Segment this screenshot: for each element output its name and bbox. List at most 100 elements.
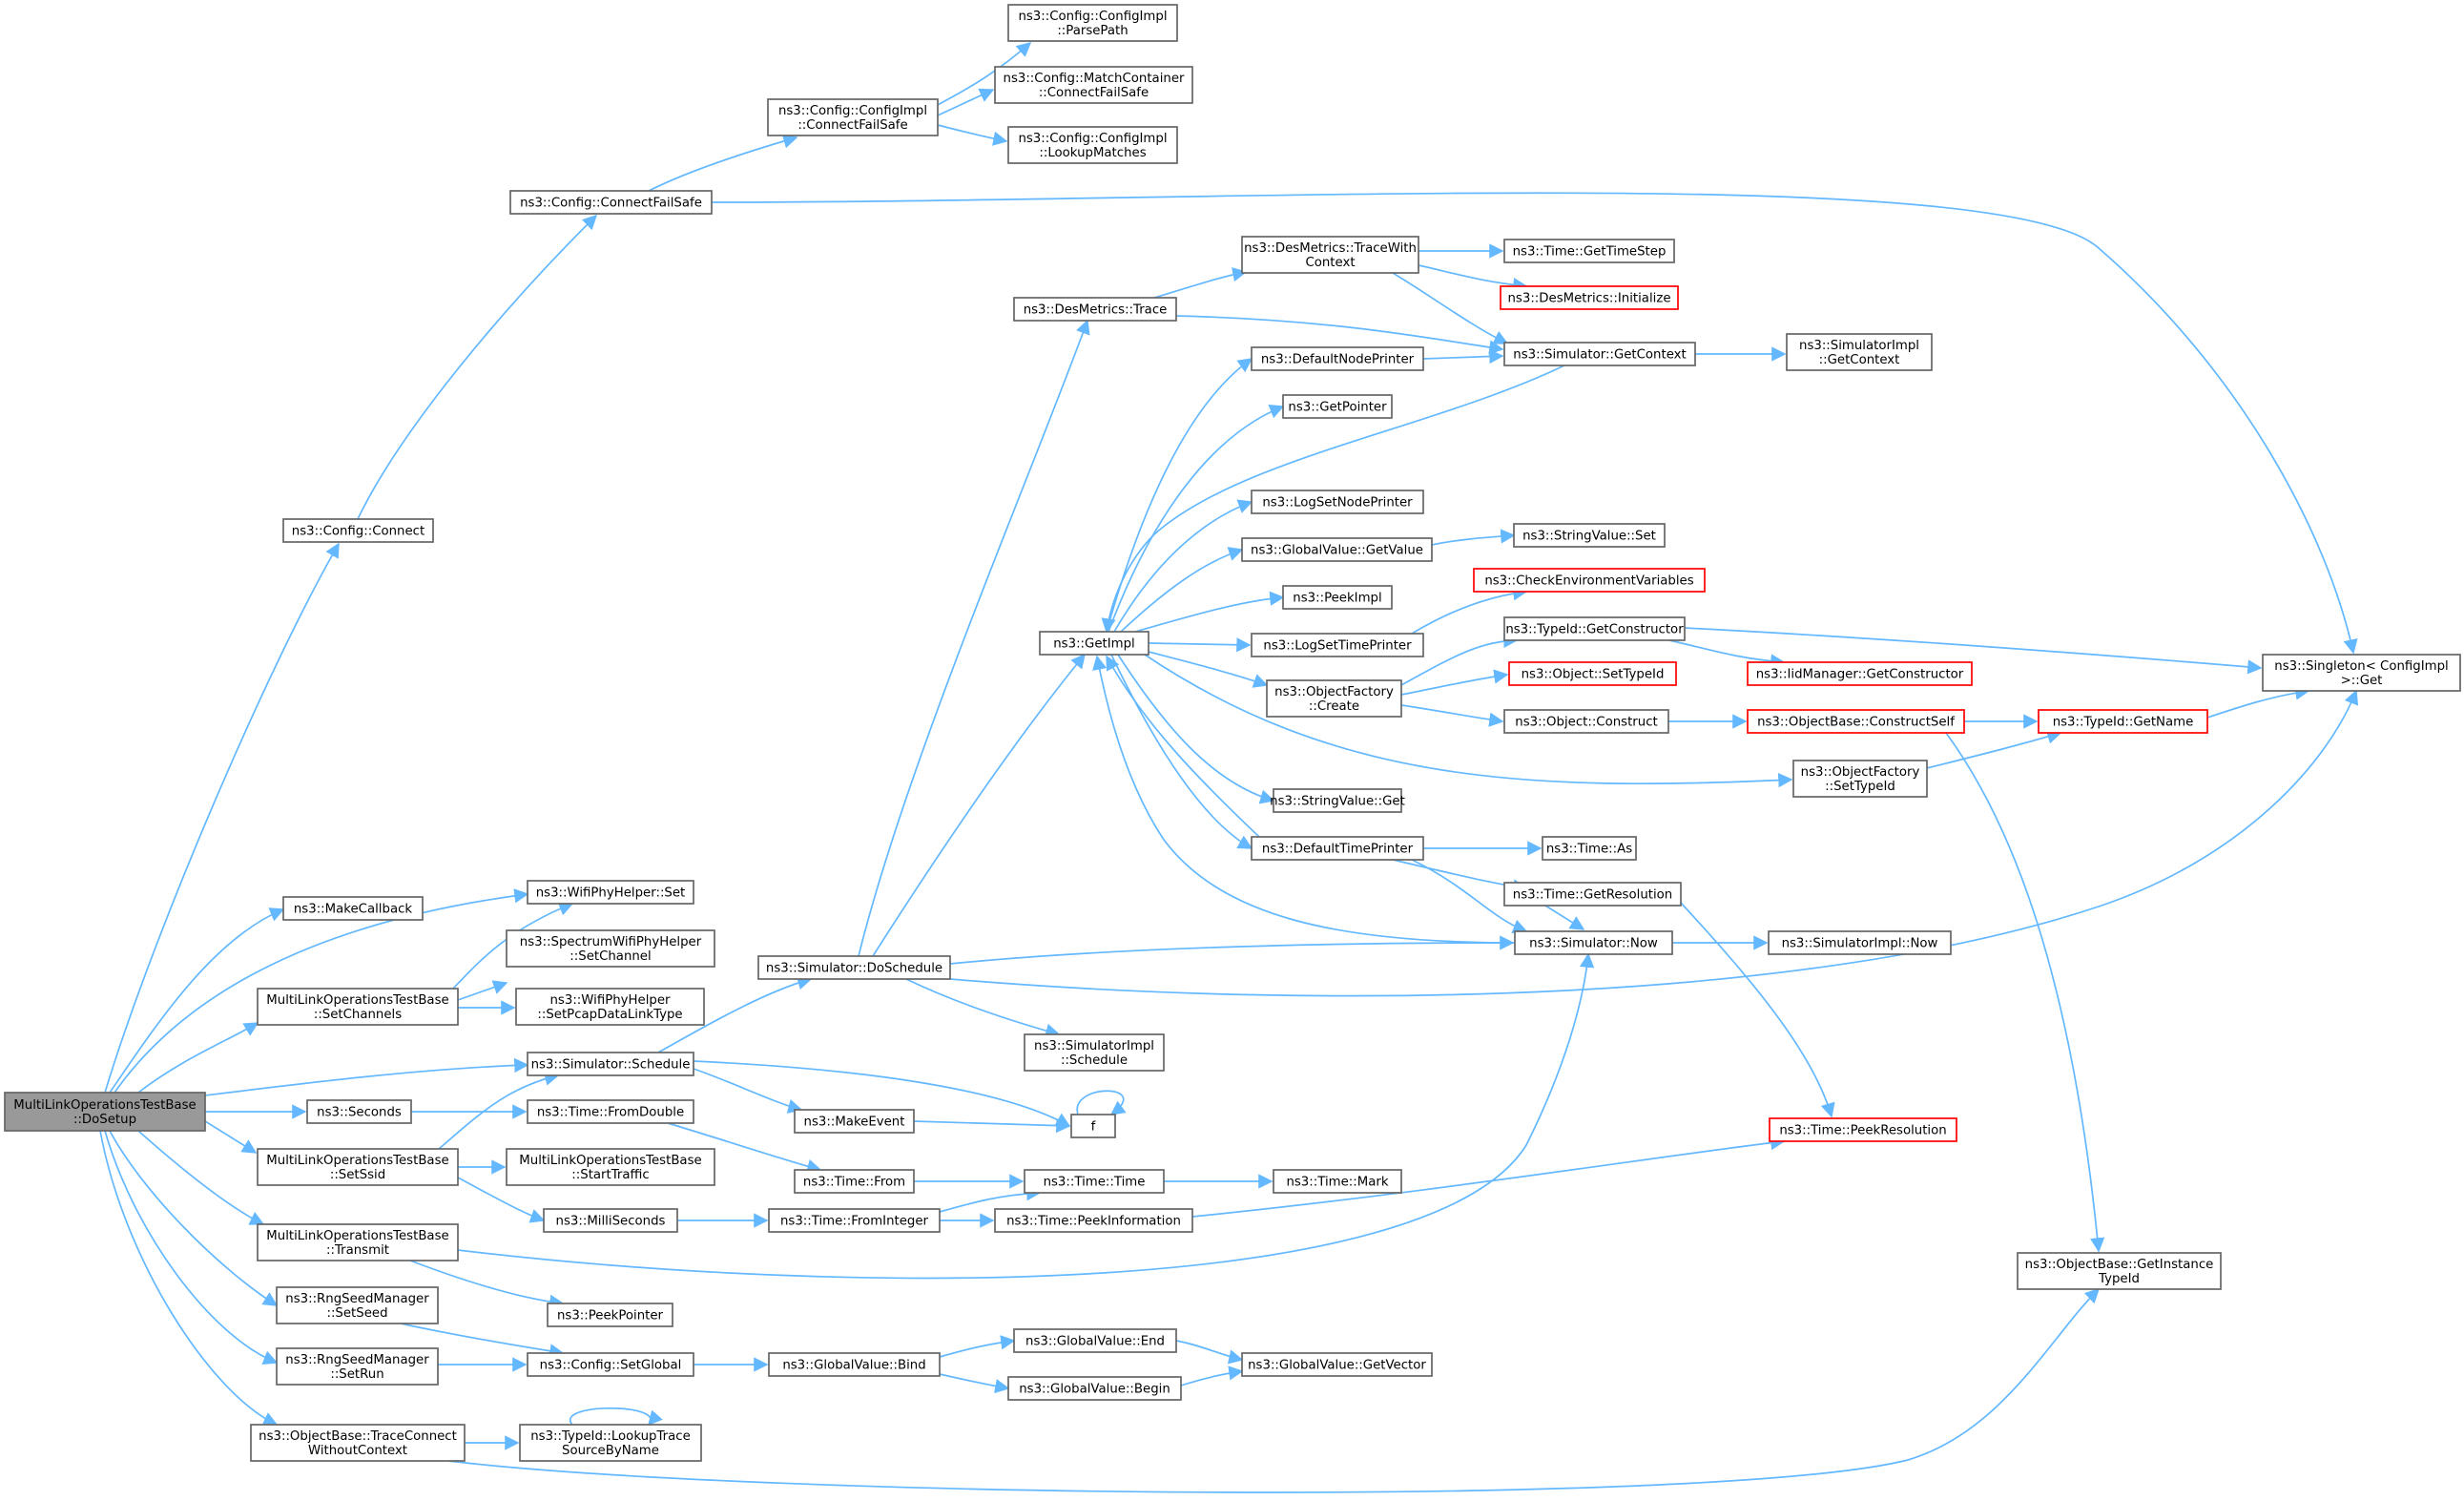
node-strvalget[interactable]: ns3::StringValue::Get <box>1270 788 1405 813</box>
node-simnow[interactable]: ns3::Simulator::Now <box>1514 930 1673 955</box>
node-setpcap[interactable]: ns3::WifiPhyHelper::SetPcapDataLinkType <box>515 988 705 1026</box>
node-timefrom[interactable]: ns3::Time::From <box>794 1169 915 1194</box>
node-f[interactable]: f <box>1070 1114 1116 1138</box>
node-label: ns3::DefaultNodePrinter <box>1261 353 1415 367</box>
node-setchannels[interactable]: MultiLinkOperationsTestBase::SetChannels <box>257 988 459 1026</box>
node-objconstruct[interactable]: ns3::Object::Construct <box>1503 709 1669 734</box>
node-defnodeprinter[interactable]: ns3::DefaultNodePrinter <box>1251 346 1424 371</box>
node-label: ns3::Config::ConfigImpl <box>1018 132 1167 146</box>
node-box <box>250 1424 466 1462</box>
node-transmit[interactable]: MultiLinkOperationsTestBase::Transmit <box>257 1223 459 1261</box>
node-connect[interactable]: ns3::Config::Connect <box>282 518 434 543</box>
node-objfactcreate[interactable]: ns3::ObjectFactory::Create <box>1266 679 1402 718</box>
node-fromdouble[interactable]: ns3::Time::FromDouble <box>527 1099 694 1124</box>
node-makeevent[interactable]: ns3::MakeEvent <box>794 1109 915 1134</box>
node-desmtrace[interactable]: ns3::DesMetrics::Trace <box>1013 297 1177 322</box>
node-objfactset[interactable]: ns3::ObjectFactory::SetTypeId <box>1792 760 1928 798</box>
node-label: SourceByName <box>562 1444 659 1458</box>
node-setglobal[interactable]: ns3::Config::SetGlobal <box>527 1352 694 1377</box>
node-label: ns3::MakeEvent <box>804 1115 905 1130</box>
node-label: ns3::WifiPhyHelper <box>550 993 672 1008</box>
edge-root-to-transmit <box>137 1130 265 1225</box>
node-gvbind[interactable]: ns3::GlobalValue::Bind <box>768 1352 941 1377</box>
node-box <box>1769 1117 1957 1142</box>
node-timetime[interactable]: ns3::Time::Time <box>1024 1169 1165 1194</box>
node-doschedule[interactable]: ns3::Simulator::DoSchedule <box>757 955 951 980</box>
node-gvgetvalue[interactable]: ns3::GlobalValue::GetValue <box>1241 537 1433 562</box>
node-strvalset[interactable]: ns3::StringValue::Set <box>1513 523 1666 548</box>
node-milli[interactable]: ns3::MilliSeconds <box>543 1208 678 1233</box>
node-wifiset[interactable]: ns3::WifiPhyHelper::Set <box>527 880 694 905</box>
node-box <box>2017 1252 2222 1290</box>
node-connectfs[interactable]: ns3::Config::ConnectFailSafe <box>509 190 713 215</box>
node-implcfs[interactable]: ns3::Config::ConfigImpl::ConnectFailSafe <box>767 98 939 136</box>
edge-getres-to-peekres <box>1680 902 1835 1118</box>
node-gvend[interactable]: ns3::GlobalValue::End <box>1013 1328 1177 1353</box>
node-gvgetvector[interactable]: ns3::GlobalValue::GetVector <box>1241 1352 1433 1377</box>
node-getpointer[interactable]: ns3::GetPointer <box>1282 394 1393 419</box>
edge-setchannels-to-wifiset <box>452 902 574 990</box>
node-matchcont[interactable]: ns3::Config::MatchContainer::ConnectFail… <box>994 66 1193 104</box>
node-peekinfo[interactable]: ns3::Time::PeekInformation <box>994 1208 1193 1233</box>
edge-implcfs-to-lookupm <box>937 124 1008 146</box>
node-box <box>1241 236 1419 274</box>
node-traceconnect[interactable]: ns3::ObjectBase::TraceConnectWithoutCont… <box>250 1424 466 1462</box>
node-label: ns3::Time::PeekResolution <box>1779 1124 1946 1138</box>
node-label: f <box>1091 1120 1096 1135</box>
node-makecb[interactable]: ns3::MakeCallback <box>282 896 424 921</box>
node-simimplsched[interactable]: ns3::SimulatorImpl::Schedule <box>1024 1033 1165 1072</box>
node-objsettypeid[interactable]: ns3::Object::SetTypeId <box>1508 661 1677 686</box>
node-label: ::SetSsid <box>330 1168 385 1182</box>
node-peekptr[interactable]: ns3::PeekPointer <box>547 1303 673 1327</box>
node-timemark[interactable]: ns3::Time::Mark <box>1273 1169 1402 1194</box>
node-getimpl[interactable]: ns3::GetImpl <box>1039 631 1149 656</box>
node-starttraffic[interactable]: MultiLinkOperationsTestBase::StartTraffi… <box>506 1148 715 1186</box>
node-box <box>1273 1169 1402 1194</box>
node-lookupm[interactable]: ns3::Config::ConfigImpl::LookupMatches <box>1007 126 1178 164</box>
node-simschedule[interactable]: ns3::Simulator::Schedule <box>527 1052 694 1076</box>
node-label: ns3::GlobalValue::Bind <box>782 1359 925 1373</box>
node-peekimpl[interactable]: ns3::PeekImpl <box>1282 585 1393 610</box>
node-typeidgetctor[interactable]: ns3::TypeId::GetConstructor <box>1503 616 1686 641</box>
node-label: ns3::Config::ConfigImpl <box>1018 10 1167 24</box>
node-deftimeprinter[interactable]: ns3::DefaultTimePrinter <box>1251 836 1424 861</box>
node-getres[interactable]: ns3::Time::GetResolution <box>1503 882 1682 907</box>
node-simimplgetctx[interactable]: ns3::SimulatorImpl::GetContext <box>1786 333 1933 371</box>
node-simimplnow[interactable]: ns3::SimulatorImpl::Now <box>1768 930 1952 955</box>
edge-root-to-wifiset <box>114 888 529 1094</box>
node-desminit[interactable]: ns3::DesMetrics::Initialize <box>1500 285 1679 310</box>
node-iidgetctor[interactable]: ns3::IidManager::GetConstructor <box>1747 661 1973 686</box>
node-label: ns3::GetImpl <box>1053 637 1134 652</box>
node-constructself[interactable]: ns3::ObjectBase::ConstructSelf <box>1747 709 1965 734</box>
node-setssid[interactable]: MultiLinkOperationsTestBase::SetSsid <box>257 1148 459 1186</box>
node-box <box>757 955 951 980</box>
node-timeas[interactable]: ns3::Time::As <box>1542 836 1637 861</box>
node-box <box>4 1092 206 1132</box>
node-root[interactable]: MultiLinkOperationsTestBase::DoSetup <box>4 1092 206 1132</box>
node-gvbegin[interactable]: ns3::GlobalValue::Begin <box>1007 1376 1182 1401</box>
node-simgetcontext[interactable]: ns3::Simulator::GetContext <box>1503 342 1696 366</box>
node-peekres[interactable]: ns3::Time::PeekResolution <box>1769 1117 1957 1142</box>
edge-f-to-f <box>1076 1090 1127 1115</box>
node-gettimestep[interactable]: ns3::Time::GetTimeStep <box>1503 239 1675 263</box>
edge-fromdouble-to-timefrom <box>667 1122 822 1174</box>
node-setseed[interactable]: ns3::RngSeedManager::SetSeed <box>276 1286 439 1324</box>
node-seconds[interactable]: ns3::Seconds <box>306 1099 412 1124</box>
node-label: TypeId <box>2098 1272 2140 1286</box>
node-parsepath[interactable]: ns3::Config::ConfigImpl::ParsePath <box>1007 4 1178 42</box>
node-logsettime[interactable]: ns3::LogSetTimePrinter <box>1251 633 1424 657</box>
node-typeidgetname[interactable]: ns3::TypeId::GetName <box>2038 709 2208 734</box>
node-specsetch[interactable]: ns3::SpectrumWifiPhyHelper::SetChannel <box>506 929 715 968</box>
node-singleton[interactable]: ns3::Singleton< ConfigImpl>::Get <box>2262 654 2461 692</box>
node-setrun[interactable]: ns3::RngSeedManager::SetRun <box>276 1347 439 1386</box>
node-frominteger[interactable]: ns3::Time::FromInteger <box>768 1208 941 1233</box>
node-label: ns3::RngSeedManager <box>285 1292 429 1306</box>
edge-simnow-to-getimpl <box>1092 655 1516 944</box>
edge-objfactset-to-typeidgetname <box>1926 729 2062 769</box>
node-label: ns3::PeekPointer <box>557 1309 664 1324</box>
node-logsetnode[interactable]: ns3::LogSetNodePrinter <box>1251 490 1424 514</box>
node-checkenv[interactable]: ns3::CheckEnvironmentVariables <box>1473 568 1706 593</box>
